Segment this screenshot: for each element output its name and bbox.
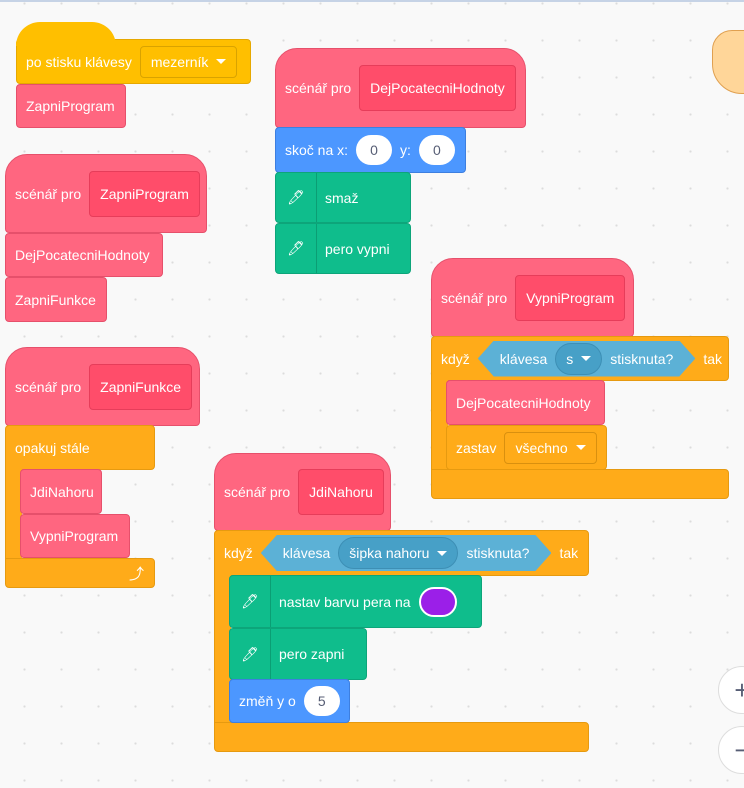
define-label: scénář pro [15, 185, 82, 202]
hat-label: po stisku klávesy [26, 53, 132, 70]
change-y-block[interactable]: změň y o 5 [229, 679, 350, 723]
block-label: smaž [325, 189, 359, 206]
dropdown-arrow-icon [216, 59, 227, 64]
dropdown-arrow-icon [437, 551, 447, 556]
define-vypni-program[interactable]: scénář pro VypniProgram [431, 258, 634, 337]
forever-label: opakuj stále [15, 439, 90, 456]
sensing-label: klávesa [499, 350, 548, 367]
proto-vypni-program: VypniProgram [515, 274, 626, 321]
call-dej-pocatecni-hodnoty[interactable]: DejPocatecniHodnoty [446, 380, 605, 425]
sprite-cat-icon [712, 30, 744, 94]
stop-label: zastav [456, 439, 497, 456]
then-label: tak [559, 545, 579, 561]
pen-icon: 🖊 [276, 173, 317, 222]
block-label: ZapniFunkce [15, 291, 96, 308]
pen-icon: 🖊 [276, 224, 317, 273]
block-label: VypniProgram [30, 528, 119, 544]
key-dropdown[interactable]: s [555, 343, 602, 375]
block-label: změň y o [239, 693, 296, 709]
dropdown-arrow-icon [581, 356, 591, 361]
define-label: scénář pro [15, 378, 82, 395]
define-zapni-program[interactable]: scénář pro ZapniProgram [5, 154, 207, 233]
stop-dropdown[interactable]: všechno [504, 431, 597, 464]
call-zapni-funkce[interactable]: ZapniFunkce [5, 277, 107, 322]
block-label: nastav barvu pera na [279, 593, 411, 610]
block-label: JdiNahoru [30, 483, 94, 500]
define-zapni-funkce[interactable]: scénář pro ZapniFunkce [5, 347, 200, 426]
key-value: šipka nahoru [349, 545, 430, 561]
goto-y-label: y: [400, 142, 411, 158]
if-label: když [441, 350, 470, 367]
dropdown-arrow-icon [575, 445, 586, 450]
define-label: scénář pro [224, 484, 291, 500]
block-label: DejPocatecniHodnoty [15, 247, 150, 263]
x-input[interactable]: 0 [356, 135, 393, 165]
sensing-label: klávesa [282, 545, 331, 561]
block-label: ZapniProgram [26, 98, 115, 114]
key-pressed-condition[interactable]: klávesa s stisknuta? [478, 341, 696, 377]
y-input[interactable]: 0 [418, 135, 455, 165]
proto-zapni-funkce: ZapniFunkce [89, 363, 193, 410]
define-jdi-nahoru[interactable]: scénář pro JdiNahoru [214, 453, 391, 531]
call-vypni-program[interactable]: VypniProgram [20, 514, 130, 558]
pressed-label: stisknuta? [610, 350, 674, 367]
call-jdi-nahoru[interactable]: JdiNahoru [20, 469, 102, 514]
pen-icon: 🖊 [230, 576, 271, 627]
set-pen-color-block[interactable]: 🖊 nastav barvu pera na [229, 575, 482, 628]
stop-value: všechno [515, 439, 568, 456]
block-label: pero vypni [325, 240, 390, 257]
proto-dej-pocatecni-hodnoty: DejPocatecniHodnoty [359, 65, 516, 111]
if-label: když [224, 545, 253, 561]
define-label: scénář pro [441, 289, 508, 306]
goto-x-label: skoč na x: [285, 142, 349, 158]
stop-block[interactable]: zastav všechno [446, 425, 607, 470]
key-value: s [566, 350, 574, 367]
key-dropdown[interactable]: mezerník [139, 45, 238, 78]
color-swatch[interactable] [418, 586, 457, 617]
define-label: scénář pro [285, 80, 352, 96]
zoom-in-button[interactable]: + [718, 666, 744, 714]
define-dej-pocatecni-hodnoty[interactable]: scénář pro DejPocatecniHodnoty [275, 48, 526, 128]
pen-down-block[interactable]: 🖊 pero zapni [229, 628, 367, 680]
pen-clear-block[interactable]: 🖊 smaž [275, 172, 411, 223]
pressed-label: stisknuta? [466, 545, 530, 561]
block-label: DejPocatecniHodnoty [456, 394, 591, 411]
block-label: pero zapni [279, 646, 345, 662]
pen-icon: 🖊 [230, 629, 271, 679]
loop-arrow-icon: ⤴ [128, 565, 144, 583]
when-key-pressed-hat[interactable]: po stisku klávesy mezerník [16, 22, 251, 84]
zoom-out-button[interactable]: − [718, 726, 744, 774]
proto-zapni-program: ZapniProgram [89, 170, 200, 217]
pen-up-block[interactable]: 🖊 pero vypni [275, 223, 411, 274]
proto-jdi-nahoru: JdiNahoru [298, 469, 384, 515]
key-dropdown[interactable]: šipka nahoru [338, 537, 458, 569]
zoom-in-icon: + [734, 675, 744, 706]
then-label: tak [703, 350, 722, 367]
zoom-out-icon: − [734, 735, 744, 766]
goto-xy-block[interactable]: skoč na x: 0 y: 0 [275, 127, 466, 173]
dy-input[interactable]: 5 [303, 686, 340, 716]
call-dej-pocatecni-hodnoty[interactable]: DejPocatecniHodnoty [5, 233, 163, 277]
key-pressed-condition[interactable]: klávesa šipka nahoru stisknuta? [261, 535, 552, 571]
call-zapni-program[interactable]: ZapniProgram [16, 84, 126, 128]
key-value: mezerník [150, 53, 209, 70]
